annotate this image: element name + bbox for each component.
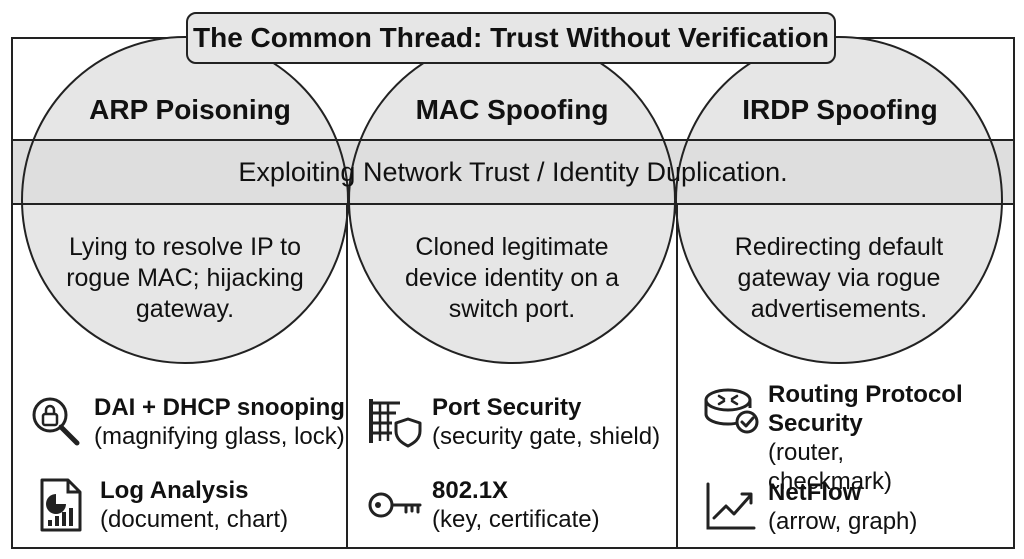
column-title-mac: MAC Spoofing xyxy=(415,94,609,125)
trend-graph-icon xyxy=(706,482,756,530)
column-title-arp: ARP Poisoning xyxy=(89,94,291,125)
column-title-irdp: IRDP Spoofing xyxy=(742,94,938,125)
mitigation-name: Log Analysis xyxy=(100,477,249,504)
mitigation-detail: (key, certificate) xyxy=(432,506,600,533)
mitigation-detail: (router, checkmark) xyxy=(768,439,893,495)
mitigation-dai: DAI + DHCP snooping (magnifying glass, l… xyxy=(28,393,345,451)
mitigation-name: Routing Protocol Security xyxy=(768,381,963,437)
mitigation-name: 802.1X xyxy=(432,477,509,504)
diagram-title: The Common Thread: Trust Without Verific… xyxy=(186,12,836,64)
document-chart-icon xyxy=(40,478,82,532)
mitigation-name: NetFlow xyxy=(768,479,862,506)
common-band-text: Exploiting Network Trust / Identity Dupl… xyxy=(238,156,788,187)
mitigation-detail: (document, chart) xyxy=(100,506,289,533)
router-check-icon xyxy=(704,388,759,434)
mitigation-name: DAI + DHCP snooping xyxy=(94,394,345,421)
mitigation-detail: (security gate, shield) xyxy=(432,423,661,450)
mitigation-routing-protocol-security: Routing Protocol Security (router, check… xyxy=(702,380,968,496)
mitigation-name: Port Security xyxy=(432,394,582,421)
magnifier-lock-icon xyxy=(32,397,80,446)
key-icon xyxy=(368,492,422,518)
mitigation-detail: (magnifying glass, lock) xyxy=(94,423,345,450)
mitigation-detail: (arrow, graph) xyxy=(768,508,918,535)
mitigation-netflow: NetFlow (arrow, graph) xyxy=(702,478,917,536)
mitigation-port-security: Port Security (security gate, shield) xyxy=(366,393,660,451)
description-mac: Cloned legitimate device identity on a s… xyxy=(404,232,620,323)
gate-shield-icon xyxy=(369,399,422,448)
trust-band xyxy=(11,139,1015,205)
description-irdp: Redirecting default gateway via rogue ad… xyxy=(734,232,944,323)
description-arp: Lying to resolve IP to rogue MAC; hijack… xyxy=(66,232,304,323)
mitigation-log-analysis: Log Analysis (document, chart) xyxy=(34,476,288,534)
mitigation-8021x: 802.1X (key, certificate) xyxy=(366,476,600,534)
